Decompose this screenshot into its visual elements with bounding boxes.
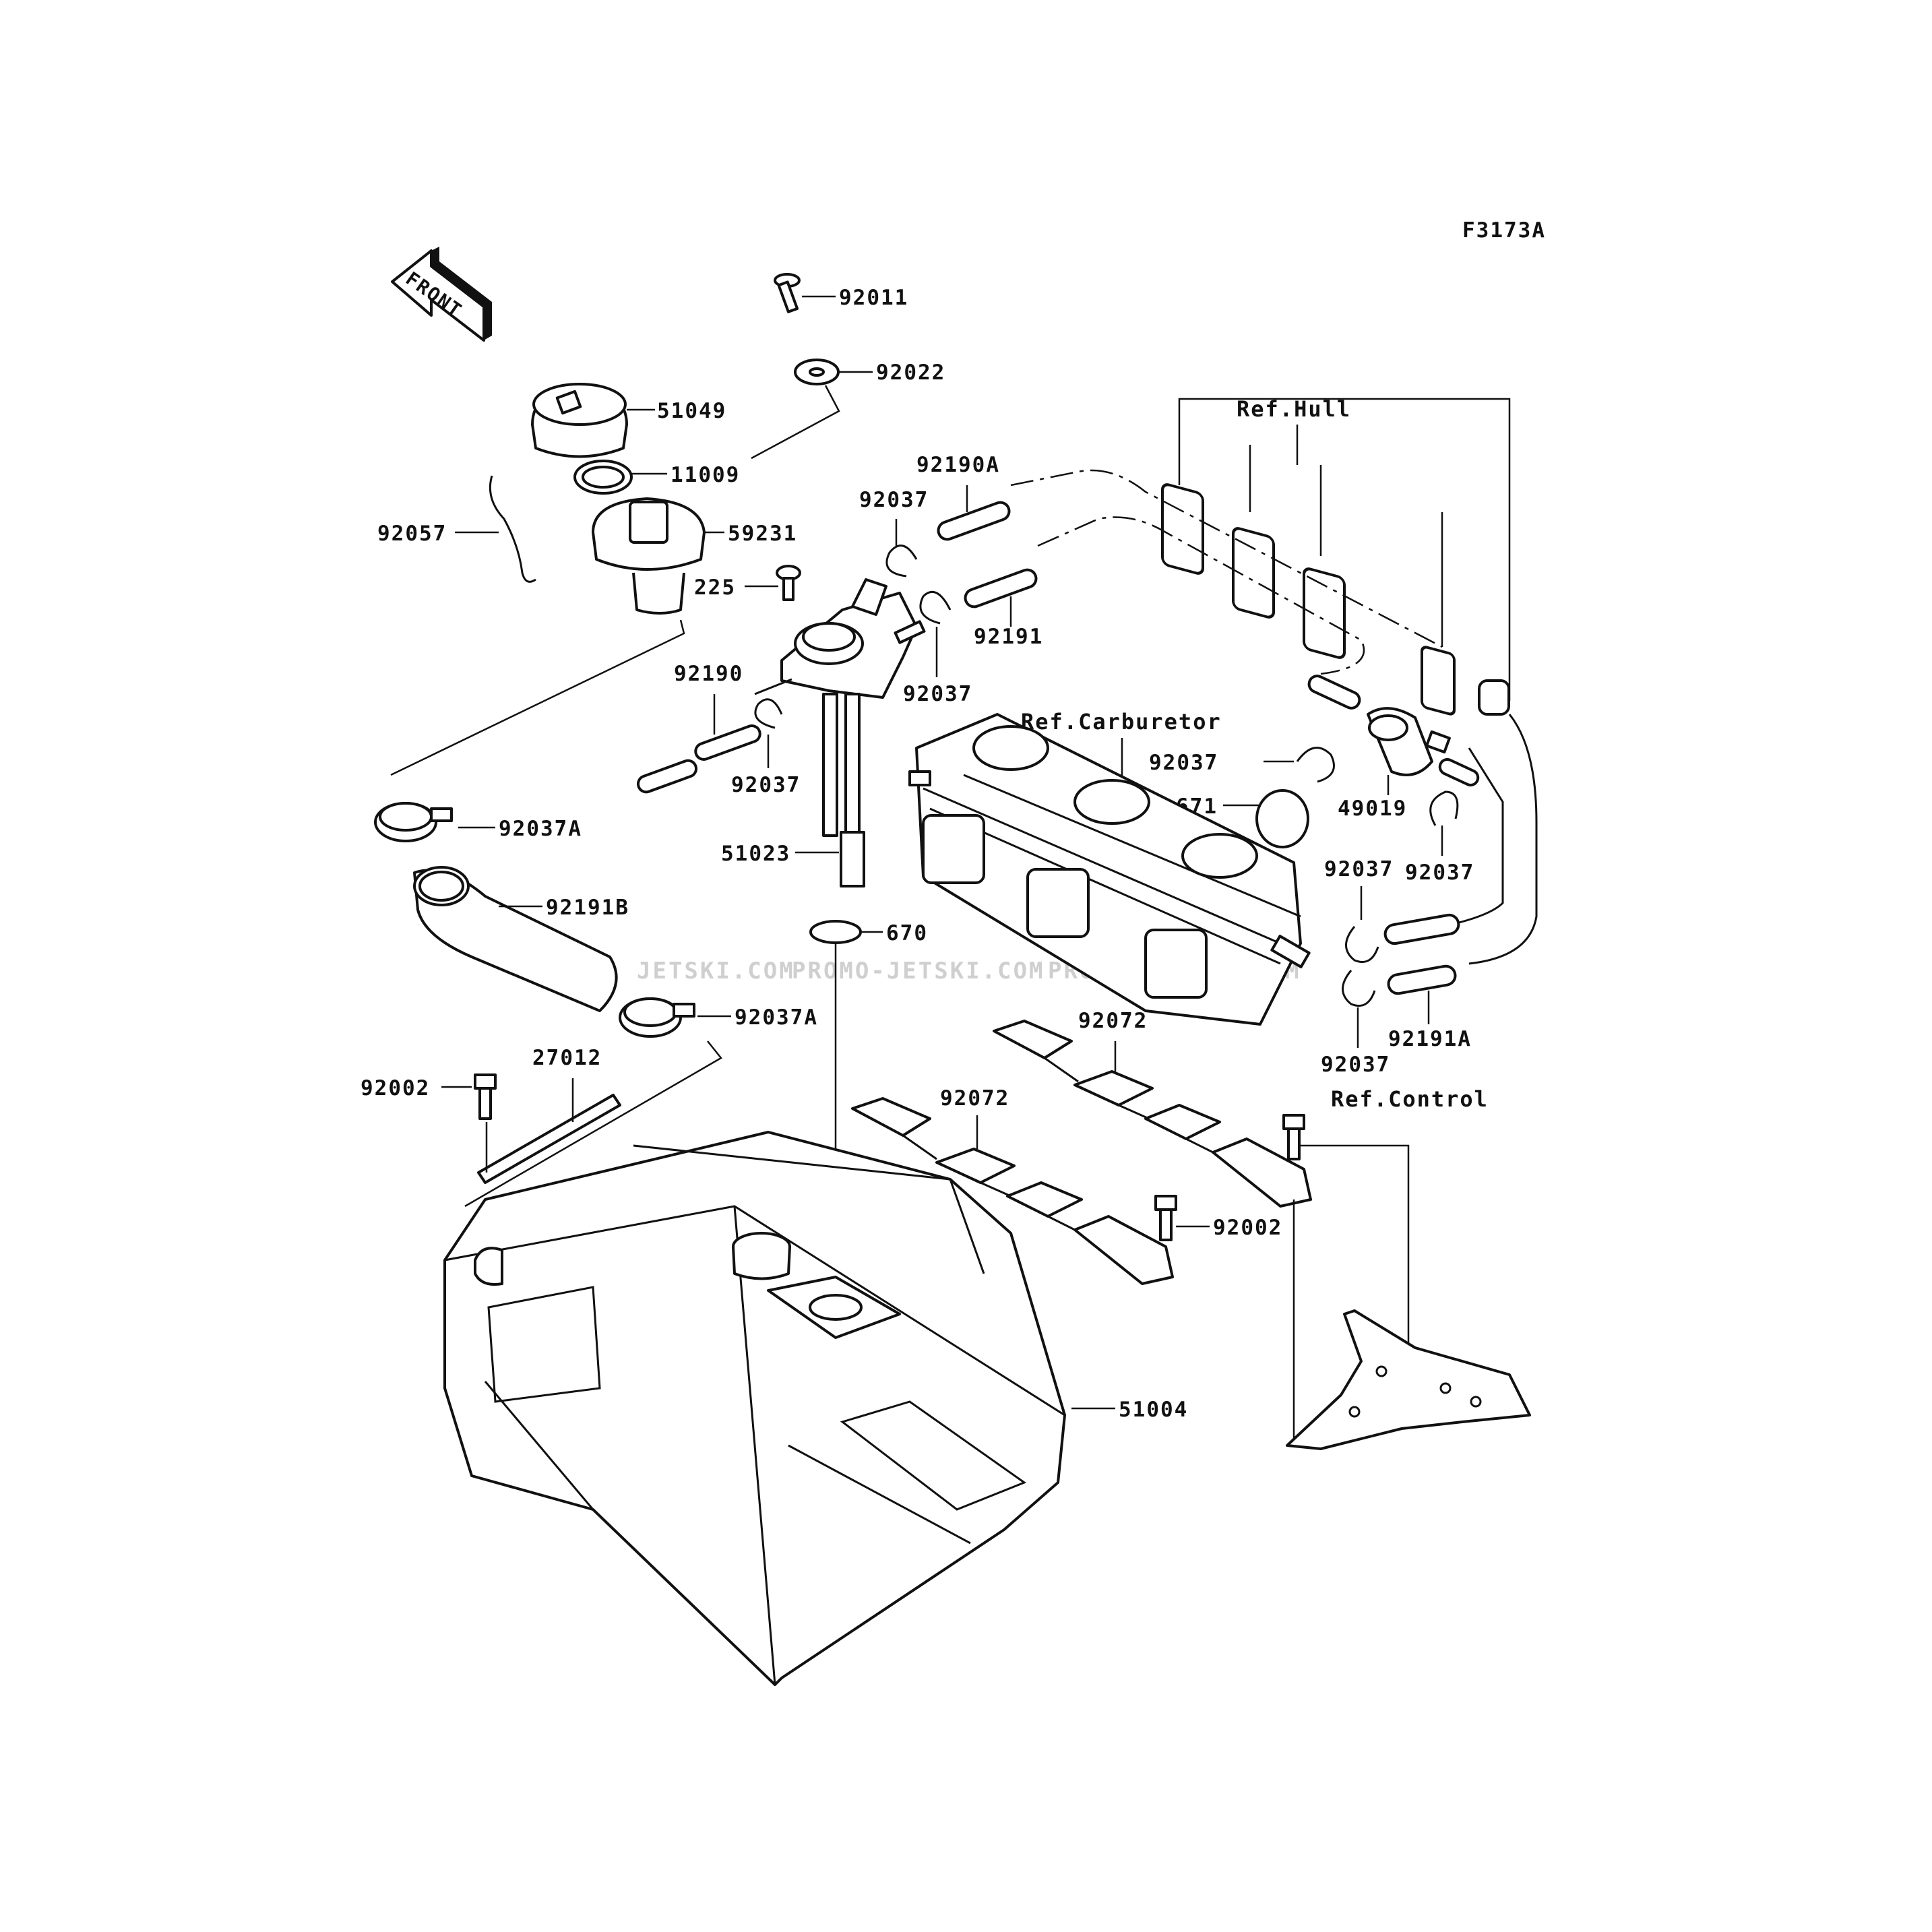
clamp-92037A-b-part bbox=[619, 997, 695, 1038]
label-92072-b: 92072 bbox=[940, 1086, 1009, 1111]
label-92037A-a: 92037A bbox=[499, 817, 582, 841]
label-92037-b: 92037 bbox=[903, 682, 972, 706]
clip-92037-a-part bbox=[885, 544, 918, 578]
label-27012: 27012 bbox=[532, 1046, 602, 1070]
label-51049: 51049 bbox=[657, 399, 726, 423]
label-51023: 51023 bbox=[721, 842, 790, 866]
label-92011: 92011 bbox=[839, 286, 908, 310]
hose-92190-part bbox=[636, 724, 761, 794]
label-670: 670 bbox=[886, 921, 928, 945]
hose-filter-outlet-part bbox=[1438, 757, 1480, 787]
front-arrow-icon: FRONT bbox=[391, 247, 492, 342]
carburetor-assembly-part bbox=[908, 713, 1311, 1026]
hull-clip-5-part bbox=[1478, 679, 1510, 716]
label-92002-a: 92002 bbox=[361, 1076, 430, 1100]
hull-clip-1-part bbox=[1161, 483, 1204, 575]
label-92002-b: 92002 bbox=[1213, 1216, 1282, 1240]
label-92057: 92057 bbox=[377, 522, 447, 546]
hose-92191-part bbox=[964, 568, 1038, 609]
label-92191A: 92191A bbox=[1388, 1027, 1472, 1051]
gasket-92072-b-part bbox=[851, 1097, 1174, 1285]
control-bracket-part bbox=[1286, 1309, 1531, 1450]
ref-control-label: Ref.Control bbox=[1331, 1086, 1489, 1112]
hose-lower-2-part bbox=[1387, 964, 1457, 995]
cord-92057-part bbox=[489, 475, 536, 583]
fuel-pickup-51023-part bbox=[822, 693, 865, 887]
control-bolt-part bbox=[1282, 1114, 1305, 1160]
label-92037-e: 92037 bbox=[1405, 861, 1474, 885]
label-92190A: 92190A bbox=[916, 453, 1000, 477]
clip-92037-e-part bbox=[1429, 790, 1459, 826]
hose-92191B-part bbox=[413, 866, 618, 1012]
clamp-92037A-a-part bbox=[374, 802, 453, 842]
screw-225-part bbox=[776, 565, 801, 601]
bolt-92002-a-part bbox=[474, 1073, 497, 1120]
label-225: 225 bbox=[694, 575, 736, 600]
washer-92022-part bbox=[794, 359, 840, 385]
screw-92011-part bbox=[774, 273, 801, 313]
ref-carburetor-label: Ref.Carburetor bbox=[1021, 709, 1222, 735]
label-92037-d: 92037 bbox=[1149, 751, 1218, 775]
o-ring-671-part bbox=[1255, 789, 1309, 848]
label-92191B: 92191B bbox=[546, 896, 629, 920]
label-92037-c: 92037 bbox=[731, 773, 801, 797]
label-49019: 49019 bbox=[1338, 797, 1407, 821]
label-92190: 92190 bbox=[674, 662, 743, 686]
label-92022: 92022 bbox=[876, 361, 945, 385]
label-92037-f: 92037 bbox=[1324, 857, 1394, 881]
label-92191: 92191 bbox=[974, 625, 1043, 649]
clip-92037-d-part bbox=[1296, 747, 1335, 783]
label-92037-g: 92037 bbox=[1321, 1053, 1390, 1077]
label-92037-a: 92037 bbox=[859, 488, 929, 512]
hose-filter-inlet-part bbox=[1307, 675, 1361, 710]
bolt-92002-b-part bbox=[1154, 1195, 1177, 1241]
label-92072-a: 92072 bbox=[1078, 1009, 1148, 1033]
label-59231: 59231 bbox=[728, 522, 797, 546]
fuel-cap-51049-part bbox=[531, 383, 628, 458]
fuel-valve-part bbox=[754, 578, 926, 699]
watermark-1: JETSKI.COM bbox=[637, 958, 795, 985]
ref-hull-label: Ref.Hull bbox=[1237, 396, 1351, 422]
figure-code: F3173A bbox=[1462, 218, 1546, 243]
hull-clip-4-part bbox=[1421, 646, 1456, 716]
filler-neck-59231-part bbox=[592, 497, 706, 615]
fuel-filter-49019-part bbox=[1367, 707, 1451, 776]
o-ring-670-part bbox=[809, 920, 862, 944]
strap-27012-part bbox=[477, 1094, 621, 1184]
hose-lower-1-part bbox=[1383, 913, 1460, 945]
fuel-tank-51004-part bbox=[443, 1131, 1066, 1686]
label-51004: 51004 bbox=[1119, 1398, 1188, 1422]
clip-92037-c-part bbox=[754, 698, 783, 729]
label-11009: 11009 bbox=[671, 463, 740, 487]
gasket-92072-a-part bbox=[993, 1020, 1312, 1208]
hull-clip-2-part bbox=[1232, 527, 1275, 619]
clip-92037-f-part bbox=[1345, 926, 1379, 963]
hose-92190A-part bbox=[937, 501, 1011, 541]
gasket-11009-part bbox=[573, 460, 633, 495]
clip-92037-g-part bbox=[1342, 970, 1376, 1007]
label-92037A-b: 92037A bbox=[735, 1005, 818, 1030]
watermark-2: PROMO-JETSKI.COM bbox=[792, 958, 1045, 985]
hull-clip-3-part bbox=[1303, 567, 1346, 659]
clip-92037-b-part bbox=[919, 590, 952, 625]
